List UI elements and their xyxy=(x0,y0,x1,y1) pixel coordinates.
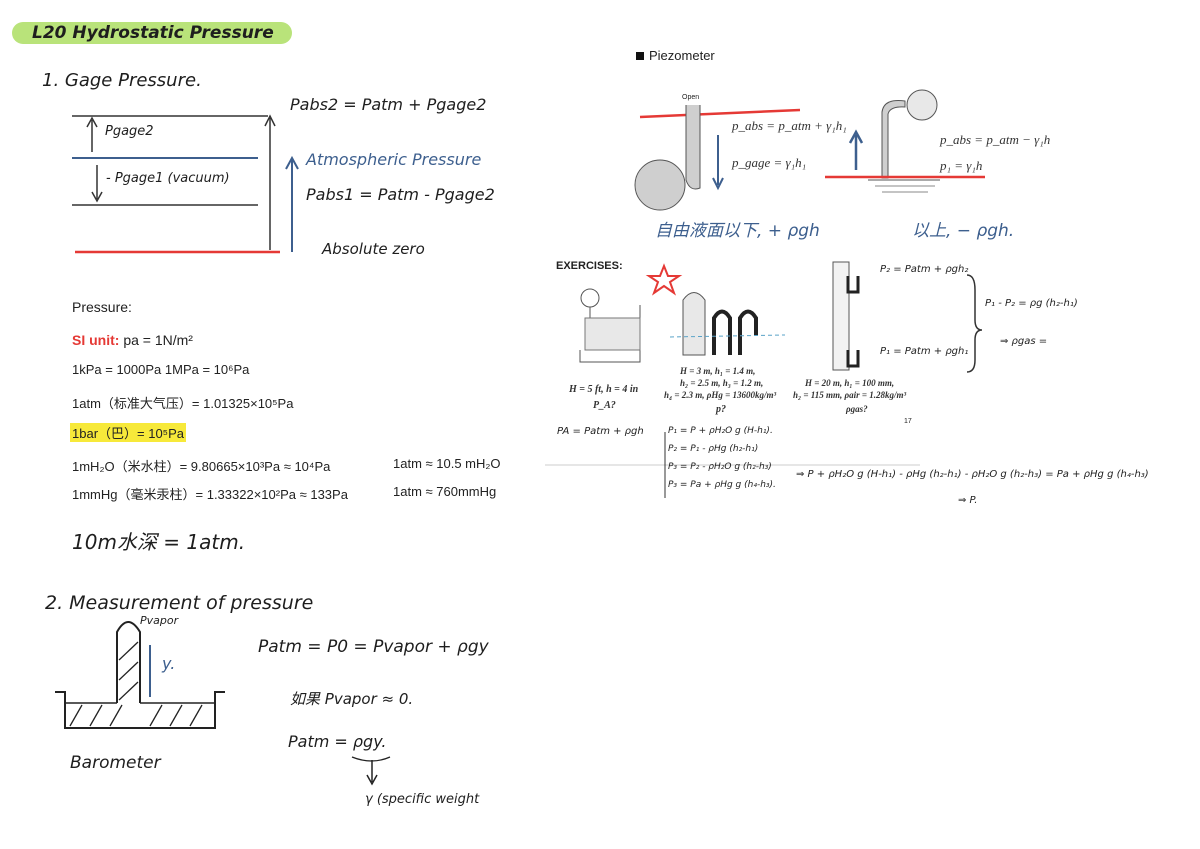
si-unit-row: SI unit: pa = 1N/m² xyxy=(72,332,193,348)
exercises-heading: EXERCISES: xyxy=(556,260,623,272)
piezo-left-red-line xyxy=(639,108,801,119)
ex2-caption-2: h₂ = 2.5 m, h₃ = 1.2 m, xyxy=(680,378,764,388)
absolute-zero-label: Absolute zero xyxy=(322,240,425,258)
step-2: P₂ = P₁ - ρHg (h₂-h₁) xyxy=(668,444,759,454)
section2-heading: 2. Measurement of pressure xyxy=(45,592,314,614)
star-icon xyxy=(645,263,683,296)
result-label: ⇒ P. xyxy=(958,495,978,506)
barometer-eq1: Patm = P0 = Pvapor + ρgy xyxy=(258,637,489,657)
atmospheric-pressure-label: Atmospheric Pressure xyxy=(306,150,482,169)
ex2-caption-1: H = 3 m, h₁ = 1.4 m, xyxy=(680,366,756,376)
mh2o-atm-row: 1atm ≈ 10.5 mH₂O xyxy=(393,456,501,471)
pgage2-label: Pgage2 xyxy=(105,124,154,139)
step-3: P₃ = P₂ - ρH₂O g (h₂-h₃) xyxy=(668,462,772,472)
specific-weight-note: γ (specific weight xyxy=(365,792,480,807)
p1-equation: P₁ = Patm + ρgh₁ xyxy=(880,346,969,357)
bar-row: 1bar（巴）= 10⁵Pa xyxy=(70,423,186,442)
pgage1-label: - Pgage1 (vacuum) xyxy=(106,171,230,186)
piezo-left-eq2: p_gage = γ₁h₁ xyxy=(732,155,807,170)
combined-equation: ⇒ P + ρH₂O g (H-h₁) - ρHg (h₂-h₁) - ρH₂O… xyxy=(796,469,1149,480)
ex2-caption-3: h₄ = 2.3 m, ρHg = 13600kg/m³ xyxy=(664,390,777,400)
gas-density-eq: ⇒ ρgas = xyxy=(1000,336,1048,347)
square-bullet-icon xyxy=(636,52,644,60)
piezometer-heading: Piezometer xyxy=(636,48,715,63)
atm-row: 1atm（标准大气压）= 1.01325×10⁵Pa xyxy=(72,396,294,411)
mmhg-row: 1mmHg（毫米汞柱）= 1.33322×10²Pa ≈ 133Pa xyxy=(72,487,348,502)
open-label: Open xyxy=(682,94,700,101)
si-unit-label: SI unit: xyxy=(72,332,120,348)
barometer-eq2: 如果 Pvapor ≈ 0. xyxy=(290,690,414,708)
barometer-label: Barometer xyxy=(70,753,161,773)
above-free-surface-note: 以上, − ρgh. xyxy=(912,221,1015,241)
barometer-eq3: Patm = ρgy. xyxy=(288,732,387,751)
step-4: P₃ = Pa + ρHg g (h₄-h₃). xyxy=(668,480,776,490)
below-free-surface-note: 自由液面以下, + ρgh xyxy=(655,221,820,241)
mh2o-row: 1mH₂O（米水柱）= 9.80665×10³Pa ≈ 10⁴Pa xyxy=(72,459,331,474)
pressure-label: Pressure: xyxy=(72,299,132,315)
section1-heading: 1. Gage Pressure. xyxy=(42,70,202,91)
ex3-caption-3: ρgas? xyxy=(846,404,868,414)
p2-equation: P₂ = Patm + ρgh₂ xyxy=(880,264,969,275)
y-label: y. xyxy=(162,654,176,673)
abs2-equation: Pabs2 = Patm + Pgage2 xyxy=(290,95,487,114)
ex1-caption-2: P_A? xyxy=(593,400,616,411)
water-depth-note: 10m水深 = 1atm. xyxy=(72,530,246,554)
piezo-right-eq1: p_abs = p_atm − γ₁h xyxy=(940,132,1051,147)
page-title: L20 Hydrostatic Pressure xyxy=(12,22,292,44)
step-1: P₁ = P + ρH₂O g (H-h₁). xyxy=(668,426,773,436)
pressure-difference-eq: P₁ - P₂ = ρg (h₂-h₁) xyxy=(985,298,1078,309)
mmhg-atm-row: 1atm ≈ 760mmHg xyxy=(393,484,497,499)
ex3-caption-2: h₂ = 115 mm, ρair = 1.28kg/m³ xyxy=(793,390,907,400)
barometer-basin xyxy=(55,691,225,729)
ex1-caption-1: H = 5 ft, h = 4 in xyxy=(569,384,639,395)
page-number: 17 xyxy=(904,418,912,425)
si-unit-value: pa = 1N/m² xyxy=(123,332,193,348)
piezo-right-eq2: p₁ = γ₁h xyxy=(940,158,983,173)
piezometer-heading-text: Piezometer xyxy=(649,48,715,63)
ex3-caption-1: H = 20 m, h₁ = 100 mm, xyxy=(805,378,895,388)
ex2-caption-4: p? xyxy=(716,404,726,415)
pvapor-label: Pvapor xyxy=(140,614,179,627)
piezo-left-eq1: p_abs = p_atm + γ₁h₁ xyxy=(732,118,847,133)
pa-equation: PA = Patm + ρgh xyxy=(557,426,644,437)
abs1-equation: Pabs1 = Patm - Pgage2 xyxy=(306,185,495,204)
kpa-row: 1kPa = 1000Pa 1MPa = 10⁶Pa xyxy=(72,362,250,377)
